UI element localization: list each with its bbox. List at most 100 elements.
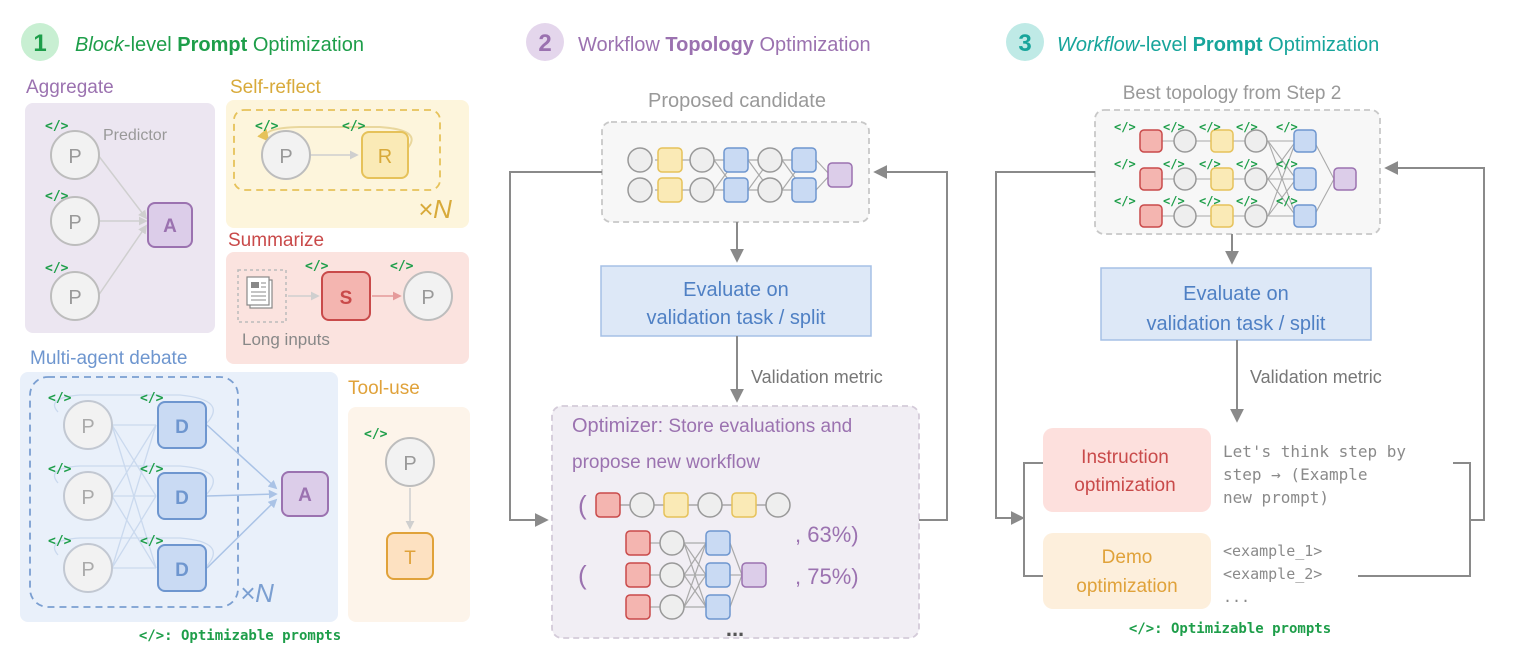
- stage3-number: 3: [1018, 30, 1031, 57]
- prompt-marker: </>: [1163, 157, 1185, 171]
- svg-text:(: (: [578, 560, 587, 590]
- tool-use-title: Tool-use: [348, 378, 420, 399]
- prompt-marker: </>: [342, 119, 366, 134]
- self-reflect-loop-border: [233, 109, 441, 191]
- stage2-proposal-arrow: [509, 171, 602, 527]
- summarize-node: S: [321, 271, 371, 321]
- debate-panel: Multi-agent debate P P: [20, 348, 338, 622]
- aggregate-predictor-node: P: [50, 196, 100, 246]
- svg-text:S: S: [340, 288, 353, 309]
- prompt-marker: </>: [140, 462, 164, 477]
- stage1-header: 1 Block-level Prompt Optimization: [21, 23, 364, 61]
- stage2-number-badge: [526, 23, 564, 61]
- debate-node: D: [157, 472, 207, 520]
- prompt-marker: </>: [390, 259, 414, 274]
- svg-text:Evaluate on: Evaluate on: [683, 279, 789, 301]
- prompt-marker: </>: [1163, 120, 1185, 134]
- svg-text:optimization: optimization: [1076, 576, 1177, 597]
- svg-text:P: P: [421, 287, 434, 309]
- stage3-number-badge: [1006, 23, 1044, 61]
- debate-node: D: [157, 544, 207, 592]
- tool-node: T: [386, 532, 434, 580]
- prompt-marker: </>: [140, 534, 164, 549]
- svg-text:<example_2>: <example_2>: [1223, 565, 1322, 583]
- history-workflow-2: ( , 75%): [578, 530, 859, 620]
- svg-text:step → (Example: step → (Example: [1223, 465, 1368, 484]
- stage2-metric-label: Validation metric: [751, 367, 883, 387]
- stage3-evaluate-box: Evaluate on validation task / split: [1100, 267, 1372, 341]
- stage2-evaluate-box: Evaluate on validation task / split: [600, 265, 872, 337]
- stage1-number: 1: [33, 30, 46, 57]
- aggregate-panel: Aggregate Predictor P P P A </> </> </>: [25, 77, 215, 333]
- debate-node: D: [157, 401, 207, 449]
- best-topology-workflow: </> </> </> </> </> </> </> </> </> </> …: [1094, 109, 1381, 235]
- self-reflect-repeat-label: ×N: [418, 194, 452, 224]
- svg-text:D: D: [175, 417, 189, 438]
- optimizer-description-line2: propose new workflow: [572, 452, 760, 473]
- svg-text:<example_1>: <example_1>: [1223, 542, 1322, 560]
- history-workflow-1: ( , 63%): [578, 490, 859, 547]
- candidate-workflow: [601, 121, 870, 223]
- prompt-marker: </>: [1114, 194, 1136, 208]
- svg-text:P: P: [68, 146, 81, 168]
- svg-text:P: P: [403, 453, 416, 475]
- optimizer-box: Optimizer: Store evaluations and propose…: [551, 405, 920, 639]
- svg-text:P: P: [68, 212, 81, 234]
- example-prompt-text: Let's think step by step → (Example new …: [1223, 442, 1406, 507]
- svg-text:...: ...: [1223, 588, 1250, 606]
- svg-text:Let's think step by: Let's think step by: [1223, 442, 1406, 461]
- predictor-label: Predictor: [103, 127, 168, 144]
- tool-use-panel: Tool-use P T </>: [348, 378, 470, 622]
- prompt-marker: </>: [364, 427, 388, 442]
- svg-text:P: P: [68, 287, 81, 309]
- prompt-marker: </>: [1236, 194, 1258, 208]
- document-icon: [237, 269, 287, 323]
- svg-text:Instruction: Instruction: [1081, 447, 1169, 468]
- reflect-node: R: [361, 131, 409, 179]
- svg-text:(: (: [578, 490, 587, 520]
- proposed-candidate-label: Proposed candidate: [648, 90, 826, 112]
- prompt-marker: </>: [48, 534, 72, 549]
- prompt-marker: </>: [45, 189, 69, 204]
- svg-text:D: D: [175, 488, 189, 509]
- prompt-marker: </>: [48, 391, 72, 406]
- stage2-number: 2: [538, 30, 551, 57]
- debate-predictor-node: P: [63, 400, 113, 450]
- svg-text:Demo: Demo: [1102, 547, 1153, 568]
- stage3-legend: </>: Optimizable prompts: [1129, 621, 1331, 637]
- aggregate-title: Aggregate: [26, 77, 114, 98]
- demo-optimization-box: Demo optimization: [1043, 533, 1211, 609]
- svg-text:D: D: [175, 560, 189, 581]
- tool-use-predictor-node: P: [385, 437, 435, 487]
- stage3-feedback-arrow: [1384, 161, 1485, 521]
- debate-repeat-label: ×N: [240, 578, 274, 608]
- debate-title: Multi-agent debate: [30, 348, 187, 369]
- best-topology-label: Best topology from Step 2: [1123, 83, 1342, 104]
- prompt-marker: </>: [1114, 120, 1136, 134]
- prompt-marker: </>: [1236, 157, 1258, 171]
- aggregate-predictor-node: P: [50, 271, 100, 321]
- prompt-marker: </>: [1199, 157, 1221, 171]
- prompt-marker: </>: [1276, 157, 1298, 171]
- debate-aggregate-node: A: [281, 471, 329, 517]
- prompt-marker: </>: [255, 119, 279, 134]
- svg-text:Evaluate on: Evaluate on: [1183, 283, 1289, 305]
- optimizer-description: Optimizer: Store evaluations and: [572, 415, 852, 437]
- svg-text:P: P: [279, 146, 292, 168]
- aggregate-node: A: [147, 202, 193, 248]
- prompt-marker: </>: [1236, 120, 1258, 134]
- self-reflect-panel: Self-reflect P R </> </> ×N: [226, 77, 469, 228]
- stage1-title: Block-level Prompt Optimization: [75, 34, 364, 56]
- svg-text:T: T: [404, 548, 416, 569]
- stage3-metric-label: Validation metric: [1250, 367, 1382, 387]
- summarize-title: Summarize: [228, 230, 324, 251]
- stage3-left-bracket: [1023, 462, 1043, 577]
- svg-text:A: A: [298, 485, 312, 506]
- prompt-marker: </>: [1199, 194, 1221, 208]
- prompt-marker: </>: [1199, 120, 1221, 134]
- svg-text:A: A: [163, 216, 177, 237]
- svg-text:new prompt): new prompt): [1223, 488, 1329, 507]
- svg-text:R: R: [378, 146, 392, 168]
- prompt-marker: </>: [45, 119, 69, 134]
